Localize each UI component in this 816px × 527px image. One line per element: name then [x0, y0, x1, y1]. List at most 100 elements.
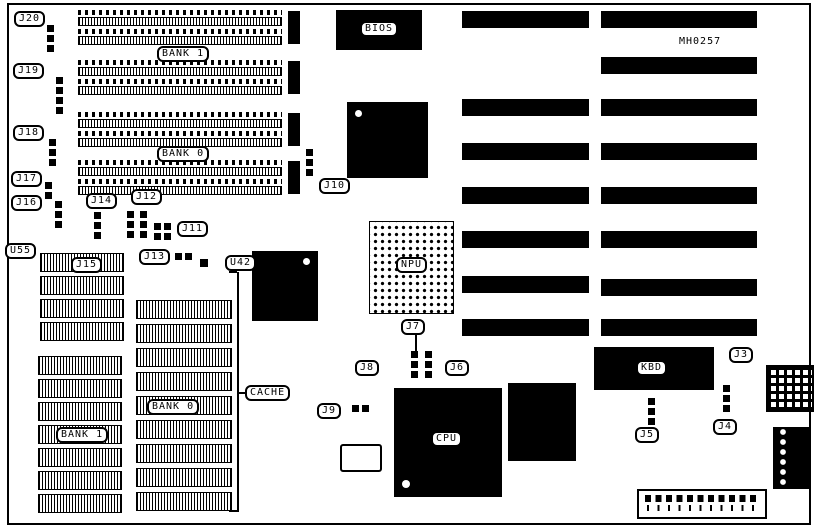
isa-slot-segment: [462, 276, 589, 293]
cache-dip-chip: [38, 356, 122, 375]
jumper-label-j17: J17: [11, 171, 43, 187]
pin-header-ticks: [647, 505, 759, 511]
simm-slot-bar: [78, 36, 282, 45]
jumper-j9: [352, 405, 369, 412]
cache-dip-chip: [136, 372, 232, 391]
simm-end-cap: [288, 161, 300, 194]
jumper-j18: [49, 139, 56, 166]
cache-label: CACHE: [245, 385, 291, 401]
isa-slot-segment: [601, 99, 757, 116]
npu-label: NPU: [396, 257, 428, 273]
simm-slot-bar: [78, 119, 282, 128]
simm-end-cap: [288, 113, 300, 146]
jumper-j17: [45, 182, 52, 199]
jumper-label-j6: J6: [445, 360, 470, 376]
jumper-j12: [140, 211, 147, 238]
cache-dip-chip: [38, 494, 122, 513]
pin-header-connector: [637, 489, 767, 519]
jumper-label-j20: J20: [14, 11, 46, 27]
cache-dip-chip: [136, 420, 232, 439]
cache-dip-chip: [38, 448, 122, 467]
simm-bank0-label: BANK 0: [157, 146, 210, 162]
jumper-label-j18: J18: [13, 125, 45, 141]
simm-slot-bar: [78, 186, 282, 195]
pin-header-pins: [645, 495, 759, 502]
chip-orientation-dot: [303, 258, 310, 265]
isa-slot-segment: [462, 187, 589, 204]
simm-pads-row: [78, 29, 282, 34]
cache-dip-chip: [136, 300, 232, 319]
cache-dip-chip: [38, 379, 122, 398]
oscillator-socket: [340, 444, 382, 472]
chip-orientation-dot: [355, 110, 362, 117]
jumper-j20: [47, 25, 54, 52]
simm-end-cap: [288, 11, 300, 44]
isa-slot-segment: [601, 319, 757, 336]
simm-pads-row: [78, 160, 282, 165]
isa-slot-segment: [462, 143, 589, 160]
bios-label: BIOS: [360, 21, 399, 37]
isa-slot-segment: [462, 319, 589, 336]
cache-dip-chip: [136, 348, 232, 367]
jumper-label-j13: J13: [139, 249, 171, 265]
simm-slot-bar: [78, 67, 282, 76]
simm-end-cap: [288, 61, 300, 94]
chip-label-u55: U55: [5, 243, 37, 259]
jumper-label-j7: J7: [401, 319, 426, 335]
jumper-j19: [56, 77, 63, 114]
j7-leader-line: [415, 335, 417, 351]
isa-slot-segment: [601, 57, 757, 74]
cache-dip-chip: [136, 468, 232, 487]
cache-dip-chip: [38, 471, 122, 490]
jumper-j14: [94, 212, 101, 239]
simm-slot-bar: [78, 167, 282, 176]
cache-dip-chip: [40, 276, 124, 295]
jumper-label-j9: J9: [317, 403, 342, 419]
simm-pads-row: [78, 10, 282, 15]
jumper-label-j10: J10: [319, 178, 351, 194]
cpu-label: CPU: [431, 431, 463, 447]
jumper-j4: [723, 385, 730, 412]
board-outline: [7, 3, 811, 525]
cache-bank1-label: BANK 1: [56, 427, 109, 443]
jumper-label-j11: J11: [177, 221, 209, 237]
jumper-label-j16: J16: [11, 195, 43, 211]
jumper-j11: [154, 223, 161, 240]
chip-label-u42: U42: [225, 255, 257, 271]
jumper-label-j8: J8: [355, 360, 380, 376]
jumper-j16: [55, 201, 62, 228]
simm-slot: [78, 60, 300, 95]
simm-slot-bar: [78, 17, 282, 26]
isa-slot-segment: [601, 231, 757, 248]
cache-bracket-hook: [229, 271, 237, 273]
connector-label-j3: J3: [729, 347, 754, 363]
cache-dip-chip: [40, 299, 124, 318]
jumper-label-j19: J19: [13, 63, 45, 79]
simm-pads-row: [78, 112, 282, 117]
jumper-label-j14: J14: [86, 193, 118, 209]
cache-dip-chip: [38, 402, 122, 421]
jumper-label-j15: J15: [71, 257, 103, 273]
power-connector: [773, 427, 811, 489]
cache-dip-chip: [40, 322, 124, 341]
board-part-number: MH0257: [679, 36, 722, 47]
cache-bracket-connector: [239, 392, 247, 394]
isa-slot-segment: [601, 143, 757, 160]
support-chip: [508, 383, 576, 461]
cache-bank0-label: BANK 0: [147, 399, 200, 415]
simm-slot: [78, 10, 300, 45]
isa-slot-segment: [462, 99, 589, 116]
simm-slot: [78, 112, 300, 147]
jumper-label-j5: J5: [635, 427, 660, 443]
kbd-label: KBD: [636, 360, 668, 376]
u42-pin: [200, 259, 208, 267]
simm-bank1-label: BANK 1: [157, 46, 210, 62]
simm-pads-row: [78, 131, 282, 136]
cpu-orientation-dot: [402, 480, 410, 488]
isa-slot-segment: [601, 279, 757, 296]
simm-pads-row: [78, 60, 282, 65]
simm-slot-bar: [78, 86, 282, 95]
cache-bracket-hook: [229, 510, 237, 512]
jumper-label-j12: J12: [131, 189, 163, 205]
jumper-label-j4: J4: [713, 419, 738, 435]
